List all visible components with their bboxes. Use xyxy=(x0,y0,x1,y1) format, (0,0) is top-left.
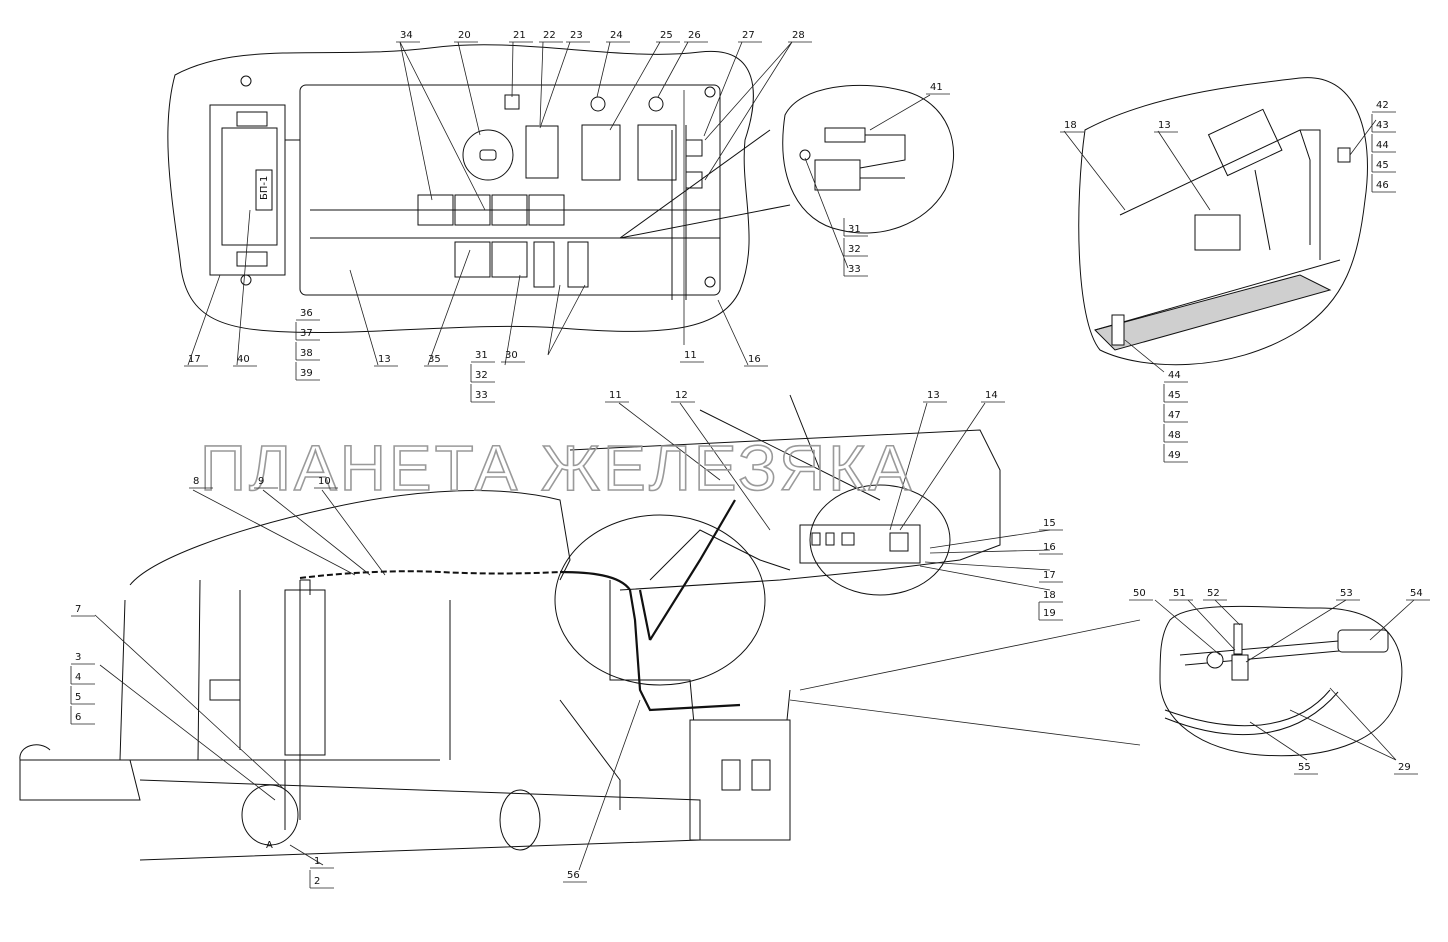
detail-bracket-view xyxy=(1078,77,1368,366)
connector-13 xyxy=(1194,214,1241,251)
callout-label: 34 xyxy=(400,30,413,41)
callout-label: 33 xyxy=(848,264,861,275)
callout-label: 2 xyxy=(314,876,320,887)
callout-label: 21 xyxy=(513,30,526,41)
fuse-block-label: БП-1 xyxy=(259,176,270,200)
callout-label: 42 xyxy=(1376,100,1389,111)
leader-lines xyxy=(94,41,1415,871)
callout-label: 54 xyxy=(1410,588,1423,599)
callout-label: 8 xyxy=(193,476,199,487)
callout-label: 22 xyxy=(543,30,556,41)
callout-label: 40 xyxy=(237,354,250,365)
callout-label: 13 xyxy=(927,390,940,401)
callout-label: 5 xyxy=(75,692,81,703)
insulation xyxy=(1094,274,1332,351)
callout-label: 44 xyxy=(1376,140,1389,151)
callout-label: 35 xyxy=(428,354,441,365)
callout-label: 49 xyxy=(1168,450,1181,461)
callout-label: 16 xyxy=(748,354,761,365)
callout-label: 3 xyxy=(75,652,81,663)
callout-label: 1 xyxy=(314,856,320,867)
callout-label: 25 xyxy=(660,30,673,41)
callout-label: 6 xyxy=(75,712,81,723)
detail-relay-view xyxy=(782,84,955,234)
relay-5 xyxy=(454,241,491,278)
callout-label: 19 xyxy=(1043,608,1056,619)
callout-label: 47 xyxy=(1168,410,1181,421)
sensor-52 xyxy=(1233,623,1243,655)
callout-label: 53 xyxy=(1340,588,1353,599)
callout-label: 45 xyxy=(1168,390,1181,401)
callout-label: 31 xyxy=(475,350,488,361)
callout-label: 45 xyxy=(1376,160,1389,171)
detail-sensor-view xyxy=(1159,605,1403,757)
watermark: ПЛАНЕТА ЖЕЛЕЗЯКА xyxy=(200,432,914,504)
callout-label: 31 xyxy=(848,224,861,235)
callout-label: 23 xyxy=(570,30,583,41)
callout-label: 16 xyxy=(1043,542,1056,553)
callout-label: 55 xyxy=(1298,762,1311,773)
callout-label: 27 xyxy=(742,30,755,41)
callout-label: 10 xyxy=(318,476,331,487)
callout-label: 28 xyxy=(792,30,805,41)
callout-label: 37 xyxy=(300,328,313,339)
relay-31 xyxy=(814,159,861,191)
callout-label: 24 xyxy=(610,30,623,41)
radiator xyxy=(284,589,326,756)
callout-label: 48 xyxy=(1168,430,1181,441)
callout-label: 52 xyxy=(1207,588,1220,599)
callout-label: 11 xyxy=(609,390,622,401)
callout-label: 38 xyxy=(300,348,313,359)
callout-label: 18 xyxy=(1064,120,1077,131)
callout-label: 9 xyxy=(258,476,264,487)
callout-label: 32 xyxy=(475,370,488,381)
callout-label: 13 xyxy=(378,354,391,365)
callout-label: 44 xyxy=(1168,370,1181,381)
callout-label: 26 xyxy=(688,30,701,41)
callout-label: 46 xyxy=(1376,180,1389,191)
callout-label: 17 xyxy=(188,354,201,365)
switch-23 xyxy=(525,125,559,179)
callout-label: 4 xyxy=(75,672,81,683)
switch-24 xyxy=(581,124,621,181)
callout-label: 43 xyxy=(1376,120,1389,131)
callout-label: 17 xyxy=(1043,570,1056,581)
callout-label: 51 xyxy=(1173,588,1186,599)
terminal-letter: А xyxy=(266,840,273,851)
detail-circle-a xyxy=(241,784,299,846)
relay-13 xyxy=(1207,108,1283,177)
callout-label: 29 xyxy=(1398,762,1411,773)
callout-label: 14 xyxy=(985,390,998,401)
callout-label: 7 xyxy=(75,604,81,615)
callout-label: 18 xyxy=(1043,590,1056,601)
callout-label: 30 xyxy=(505,350,518,361)
tractor-view: А xyxy=(19,394,1001,861)
callout-label: 11 xyxy=(684,350,697,361)
callout-label: 15 xyxy=(1043,518,1056,529)
relay-6 xyxy=(491,241,528,278)
callout-label: 41 xyxy=(930,82,943,93)
callout-label: 50 xyxy=(1133,588,1146,599)
callout-label: 13 xyxy=(1158,120,1171,131)
callout-label: 36 xyxy=(300,308,313,319)
detail-panel-view: БП-1 xyxy=(167,44,791,333)
callout-label: 33 xyxy=(475,390,488,401)
callout-label: 39 xyxy=(300,368,313,379)
callout-label: 56 xyxy=(567,870,580,881)
switch-26 xyxy=(637,124,677,181)
callout-label: 32 xyxy=(848,244,861,255)
callout-label: 20 xyxy=(458,30,471,41)
callout-label: 12 xyxy=(675,390,688,401)
